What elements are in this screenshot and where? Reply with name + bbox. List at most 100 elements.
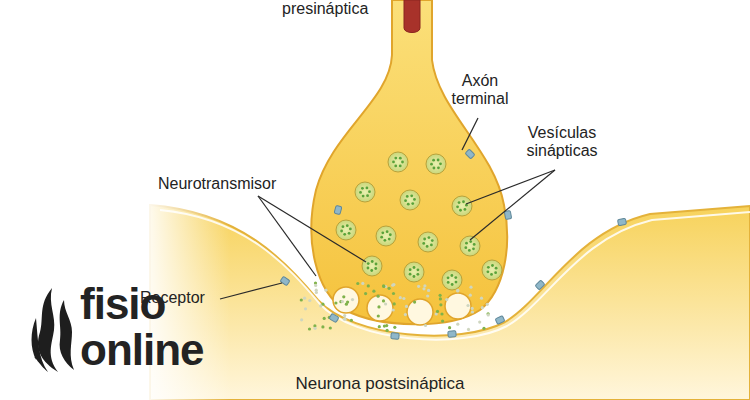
neurotransmitter (436, 310, 439, 313)
vesicle-content (454, 276, 457, 279)
neurotransmitter (314, 284, 317, 287)
vesicle-content (392, 161, 395, 164)
vesicle-content (349, 228, 352, 231)
neurotransmitter (440, 312, 443, 315)
vesicle-content (430, 163, 433, 166)
neurotransmitter (480, 297, 483, 300)
vesicle-content (375, 263, 378, 266)
vesicle-content (368, 190, 371, 193)
neurotransmitter (314, 327, 317, 330)
receptor-protein (535, 280, 545, 290)
neurotransmitter (308, 327, 311, 330)
part-label: Vesículas sinápticas (502, 124, 622, 161)
leader-lines (220, 118, 555, 299)
neurotransmitter (321, 325, 324, 328)
neurotransmitter (481, 306, 484, 309)
receptors (280, 149, 627, 339)
vesicle-content (374, 267, 377, 270)
vesicle-content (409, 268, 412, 271)
vesicle-content (366, 194, 369, 197)
vesicle-content (428, 236, 431, 239)
vesicle-content (430, 244, 433, 247)
neurotransmitter (343, 318, 346, 321)
vesicle-content (370, 269, 373, 272)
vesicle-content (361, 187, 364, 190)
neurotransmitter (471, 307, 474, 310)
neurotransmitter (343, 317, 346, 320)
vesicle-content (389, 233, 392, 236)
neurotransmitter (334, 301, 337, 304)
vesicle-content (491, 264, 494, 267)
fusing-vesicle (333, 287, 359, 313)
vesicle-content (464, 208, 467, 211)
vesicle-content (399, 157, 402, 160)
vesicle (442, 270, 462, 290)
neurotransmitter (342, 295, 345, 298)
vesicle-content (426, 245, 429, 248)
vesicle-content (433, 167, 436, 170)
vesicle-content (459, 209, 462, 212)
neurotransmitter (300, 298, 303, 301)
vesicle-content (340, 230, 343, 233)
vesicle-content (472, 247, 475, 250)
neurotransmitter (426, 294, 429, 297)
vesicle-content (416, 273, 419, 276)
vesicle-content (490, 273, 493, 276)
vesicle (336, 220, 356, 240)
neurotransmitter (341, 300, 344, 303)
vesicle (460, 236, 480, 256)
vesicle-content (381, 231, 384, 234)
vesicle-content (394, 157, 397, 160)
receptor-protein (495, 316, 505, 325)
vesicle (426, 154, 446, 174)
neurotransmitter (384, 302, 387, 305)
vesicle (418, 232, 438, 252)
vesicle-content (384, 239, 387, 242)
neurotransmitter (478, 321, 481, 324)
neurotransmitter (405, 305, 408, 308)
vesicle-content (367, 262, 370, 265)
vesicle-content (386, 230, 389, 233)
vesicle-content (413, 266, 416, 269)
receptor-protein (391, 333, 399, 340)
neurotransmitter (367, 284, 370, 287)
vesicle (355, 182, 375, 202)
neurotransmitter (466, 304, 469, 307)
neurotransmitter (402, 297, 405, 300)
vesicle-content (458, 201, 461, 204)
part-label: Axón terminal (440, 72, 520, 109)
neurotransmitter (377, 295, 380, 298)
receptor-protein (448, 331, 456, 338)
neurotransmitter (361, 282, 364, 285)
vesicle-content (447, 276, 450, 279)
vesicle-content (447, 281, 450, 284)
neurotransmitter (356, 282, 359, 285)
neurotransmitter (346, 301, 349, 304)
vesicle-content (380, 236, 383, 239)
vesicle-content (422, 242, 425, 245)
vesicle-content (451, 283, 454, 286)
neurotransmitter (350, 319, 353, 322)
neurotransmitter (383, 325, 386, 328)
neurotransmitter (441, 320, 444, 323)
vesicle-content (342, 225, 345, 228)
vesicle-content (413, 275, 416, 278)
vesicle (388, 152, 408, 172)
fusing-vesicle (445, 293, 471, 319)
neurotransmitter (386, 329, 389, 332)
vesicle (482, 260, 502, 280)
neurotransmitter (388, 287, 391, 290)
vesicle-content (494, 271, 497, 274)
neurotransmitter (399, 296, 402, 299)
neurotransmitter (439, 297, 442, 300)
vesicle-content (410, 194, 413, 197)
neurotransmitter (300, 318, 303, 321)
neurotransmitter (448, 326, 451, 329)
neurotransmitter (486, 303, 489, 306)
vesicle-content (411, 202, 414, 205)
part-label: presináptica (282, 0, 402, 18)
neurotransmitter (424, 324, 427, 327)
vesicle-content (348, 232, 351, 235)
neurotransmitter (417, 285, 420, 288)
neurotransmitter (439, 303, 442, 306)
